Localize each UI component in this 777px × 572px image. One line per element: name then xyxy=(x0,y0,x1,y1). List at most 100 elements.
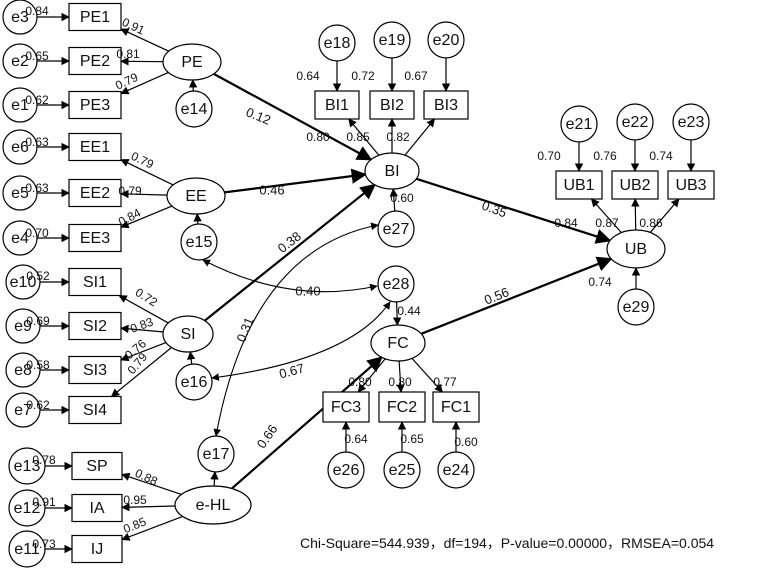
error-term-e7 xyxy=(5,392,41,428)
error-term-e2 xyxy=(2,43,38,79)
error-term-e12 xyxy=(8,489,46,527)
node-label: PE2 xyxy=(80,53,110,70)
error-term-e22 xyxy=(616,103,654,141)
path-pe-to-pe1 xyxy=(120,28,170,52)
error-term-e9 xyxy=(5,308,41,344)
node-label: FC3 xyxy=(331,399,361,416)
coefficient-label: 0.79 xyxy=(129,149,156,172)
observed-variable-ia xyxy=(71,493,123,523)
path-si-to-si2 xyxy=(120,324,164,334)
node-label: PE xyxy=(181,54,202,71)
node-label: e8 xyxy=(14,362,32,379)
error-term-e24 xyxy=(437,451,475,489)
error-term-e18 xyxy=(318,24,356,62)
node-label: e-HL xyxy=(196,497,231,514)
error-term-e28 xyxy=(377,265,415,303)
path-ub-to-ub3 xyxy=(649,198,680,233)
path-pe-to-bi xyxy=(213,72,373,161)
node-label: FC1 xyxy=(441,399,471,416)
error-term-e3 xyxy=(2,0,38,35)
coefficient-label: 0.78 xyxy=(32,453,56,467)
path-si-to-si4 xyxy=(110,347,172,398)
coefficient-label: 0.80 xyxy=(306,130,330,144)
coefficient-label: 0.80 xyxy=(388,375,412,389)
observed-variable-si4 xyxy=(68,395,122,425)
observed-variable-si2 xyxy=(68,311,122,341)
path-ehl-to-ij xyxy=(121,515,183,541)
path-si-to-si1 xyxy=(118,294,169,324)
coefficient-label: 0.86 xyxy=(639,216,663,230)
path-fc-to-fc1 xyxy=(411,358,443,393)
node-label: e23 xyxy=(678,114,705,131)
node-label: UB2 xyxy=(619,177,650,194)
coefficient-label: 0.46 xyxy=(259,182,284,197)
observed-variable-fc1 xyxy=(432,391,480,423)
error-term-e27 xyxy=(377,210,415,248)
coefficient-label: 0.72 xyxy=(351,69,375,83)
coefficient-label: 0.67 xyxy=(404,69,428,83)
coefficient-label: 0.80 xyxy=(348,375,372,389)
coefficient-label: 0.76 xyxy=(593,149,617,163)
coefficient-label: 0.65 xyxy=(400,432,424,446)
observed-variable-ee3 xyxy=(68,223,122,253)
covariance-label: 0.67 xyxy=(278,360,306,381)
observed-variable-si3 xyxy=(68,355,122,385)
coefficient-label: 0.63 xyxy=(25,135,49,149)
observed-variable-fc3 xyxy=(322,391,370,423)
error-term-e26 xyxy=(327,451,365,489)
paths-layer xyxy=(37,12,696,554)
observed-variable-si1 xyxy=(68,267,122,297)
path-ehl-to-ia xyxy=(121,502,176,512)
coefficient-label: 0.85 xyxy=(346,130,370,144)
path-e15-to-ee xyxy=(193,213,202,225)
coefficient-label: 0.52 xyxy=(26,269,50,283)
node-label: SI3 xyxy=(83,362,107,379)
node-label: PE1 xyxy=(80,9,110,26)
coefficient-label: 0.85 xyxy=(121,514,148,536)
error-term-e23 xyxy=(672,103,710,141)
coefficient-label: 0.62 xyxy=(26,398,50,412)
path-bi-to-ub xyxy=(416,177,612,244)
node-label: e1 xyxy=(11,97,29,114)
coefficient-label: 0.12 xyxy=(244,104,273,127)
node-label: IJ xyxy=(91,541,103,558)
error-term-e15 xyxy=(180,223,218,261)
node-label: UB xyxy=(625,241,647,258)
node-label: EE2 xyxy=(80,185,110,202)
path-pe-to-pe3 xyxy=(120,71,169,95)
coefficient-label: 0.82 xyxy=(386,130,410,144)
node-label: SI4 xyxy=(83,402,107,419)
node-label: e17 xyxy=(203,446,230,463)
path-ee-to-bi xyxy=(224,168,368,194)
path-ee-to-ee2 xyxy=(120,189,168,199)
node-label: PE3 xyxy=(80,97,110,114)
error-term-e21 xyxy=(560,105,598,143)
node-label: e11 xyxy=(14,541,40,558)
coefficient-label: 0.84 xyxy=(554,216,578,230)
latent-variable-bi xyxy=(364,152,420,190)
node-label: BI1 xyxy=(325,97,349,114)
covariance-e15-e28 xyxy=(202,259,378,293)
coefficient-label: 0.65 xyxy=(25,49,49,63)
node-label: e7 xyxy=(14,402,32,419)
node-label: e29 xyxy=(623,299,650,316)
node-label: BI2 xyxy=(380,97,404,114)
observed-variable-pe2 xyxy=(68,46,122,76)
node-label: e21 xyxy=(566,116,593,133)
node-label: BI xyxy=(384,163,399,180)
error-term-e6 xyxy=(2,129,38,165)
node-label: IA xyxy=(89,500,104,517)
error-term-e5 xyxy=(2,175,38,211)
coefficient-label: 0.95 xyxy=(123,493,147,507)
path-e16-to-si xyxy=(187,351,196,365)
coefficient-label: 0.70 xyxy=(537,149,561,163)
error-term-e10 xyxy=(5,264,41,300)
observed-variable-bi3 xyxy=(423,90,469,120)
node-label: e4 xyxy=(11,230,29,247)
node-label: EE3 xyxy=(80,230,110,247)
node-label: e26 xyxy=(333,462,360,479)
coefficient-label: 0.84 xyxy=(116,205,143,228)
error-term-e17 xyxy=(197,435,235,473)
node-label: SI1 xyxy=(83,274,107,291)
